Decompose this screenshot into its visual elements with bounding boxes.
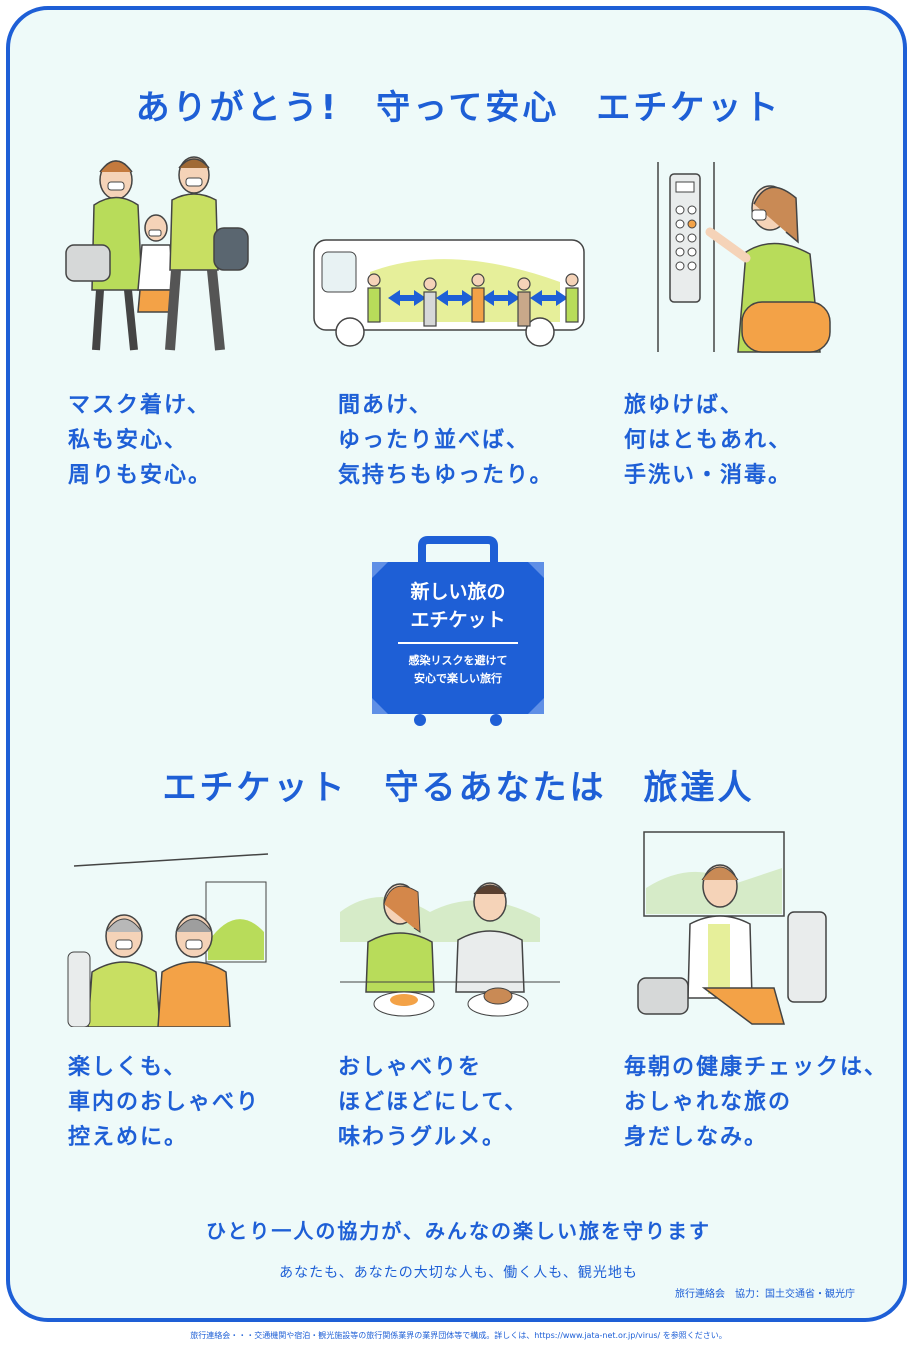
badge-title-2: エチケット <box>410 609 506 631</box>
badge-text: 新しい旅の エチケット 感染リスクを避けて 安心で楽しい旅行 <box>372 560 544 688</box>
caption-gourmet: おしゃべりを ほどほどにして、 味わうグルメ。 <box>338 1055 529 1150</box>
page-title: ありがとう! 守って安心 エチケット <box>135 88 782 128</box>
elevator-button-illustration <box>657 162 831 353</box>
train-seats-illustration <box>67 853 269 1027</box>
caption-quiet-ride: 楽しくも、 車内のおしゃべり 控えめに。 <box>68 1055 261 1150</box>
footnote: 旅行連絡会・・・交通機関や宿泊・観光施設等の旅行関係業界の業界団体等で構成。詳し… <box>190 1331 727 1340</box>
dining-illustration <box>340 882 560 1017</box>
badge-divider <box>398 642 518 644</box>
closing-submessage: あなたも、あなたの大切な人も、働く人も、観光地も <box>279 1265 638 1281</box>
closing-message: ひとり一人の協力が、みんなの楽しい旅を守ります <box>206 1219 711 1243</box>
section-subtitle: エチケット 守るあなたは 旅達人 <box>162 768 755 808</box>
caption-mask: マスク着け、 私も安心、 周りも安心。 <box>68 393 213 488</box>
organization-credit: 旅行連絡会 協力：国土交通省・観光庁 <box>675 1289 855 1300</box>
caption-health-check: 毎朝の健康チェックは、 おしゃれな旅の 身だしなみ。 <box>624 1055 889 1150</box>
caption-distance: 間あけ、 ゆったり並べば、 気持ちもゆったり。 <box>338 393 554 488</box>
badge-sub-2: 安心で楽しい旅行 <box>414 672 502 685</box>
masked-family-illustration <box>65 156 249 351</box>
caption-handwash: 旅ゆけば、 何はともあれ、 手洗い・消毒。 <box>624 393 793 488</box>
suitcase-badge-icon <box>372 536 544 726</box>
badge-title-1: 新しい旅の <box>410 581 506 603</box>
bus-queue-illustration <box>313 239 585 347</box>
badge-sub-1: 感染リスクを避けて <box>408 654 508 667</box>
hotel-room-illustration <box>637 831 827 1025</box>
